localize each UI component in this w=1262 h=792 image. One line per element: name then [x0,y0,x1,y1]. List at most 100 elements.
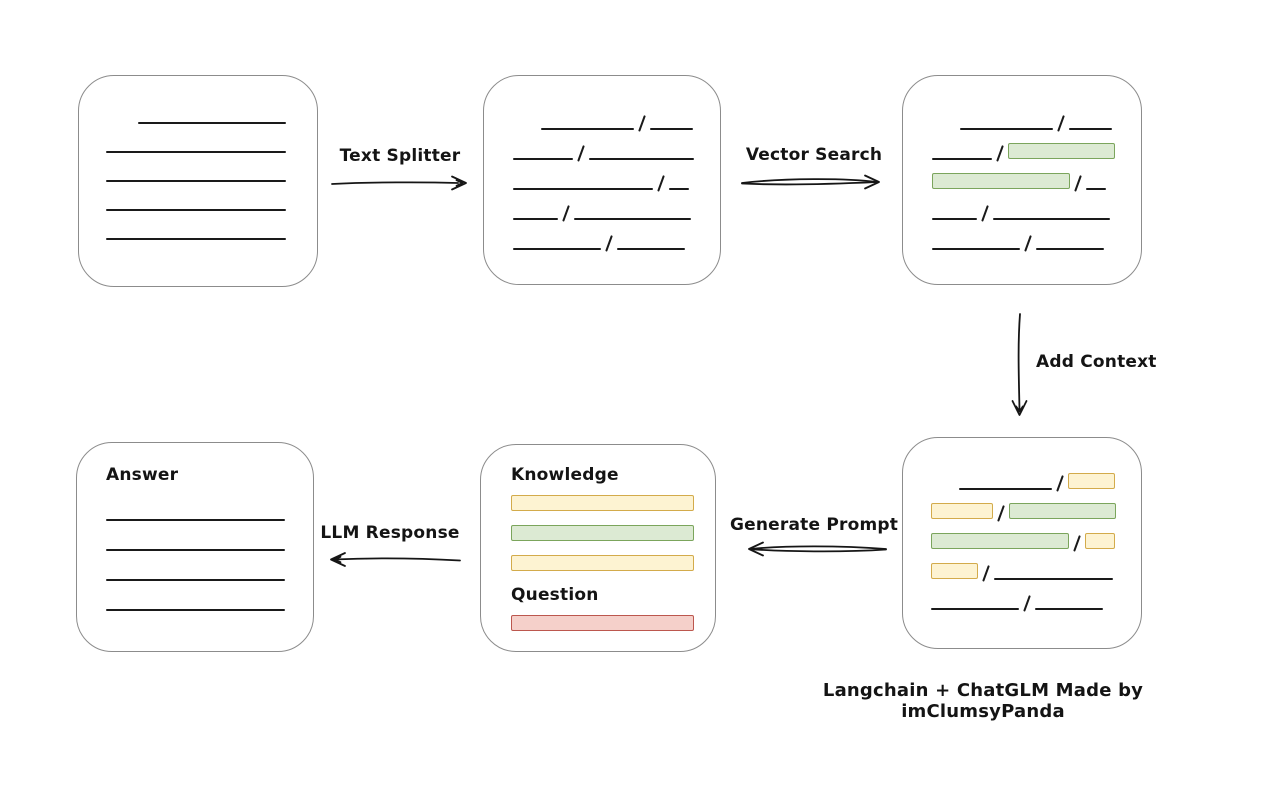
text-line-row [106,581,285,611]
text-line [1036,248,1105,250]
yellow-bar [511,495,694,511]
text-line [617,248,686,250]
chunk-row [513,160,694,192]
chunk-row [932,190,1115,222]
yellow-highlight-bar [1085,533,1116,549]
text-line [541,128,634,130]
question-label: Question [511,585,599,605]
text-line-row [106,211,289,240]
text-line [138,122,286,124]
vector-search-label: Vector Search [745,145,883,165]
text-line [993,218,1111,220]
text-line [932,248,1020,250]
question-bars [511,615,694,631]
text-line [513,188,653,190]
text-line [106,519,285,521]
indent-spacer [513,129,541,130]
green-highlight-bar [931,533,1069,549]
text-line [1035,608,1104,610]
text-line [1086,188,1107,190]
text-line [513,158,573,160]
text-line-row [106,124,289,153]
slash-separator [1023,595,1032,612]
add-context-arrow [1007,312,1031,422]
left-arrow-icon [748,541,887,557]
text-line [994,578,1114,580]
text-line [106,549,285,551]
generate-prompt-label: Generate Prompt [730,515,899,535]
chunk-row [932,220,1115,252]
prompt-node: Knowledge Question [480,444,716,652]
text-line [669,188,690,190]
text-line [932,158,992,160]
yellow-bar [511,555,694,571]
knowledge-label: Knowledge [511,465,619,485]
answer-label: Answer [106,465,179,485]
text-line [960,128,1053,130]
chunk-row [513,100,694,132]
chunk-row [932,100,1115,132]
text-line [106,579,285,581]
text-line [589,158,695,160]
text-line [106,151,286,153]
generate-prompt-arrow [736,537,888,561]
llm-response-arrow [316,547,462,571]
text-line [1069,128,1113,130]
text-line [931,608,1019,610]
answer-node: Answer [76,442,314,652]
chunk-row [931,520,1116,552]
right-arrow-icon [741,174,880,190]
diagram-caption: Langchain + ChatGLM Made by imClumsyPand… [822,680,1144,722]
text-line [959,488,1052,490]
text-line-row [106,182,289,211]
right-arrow-icon [331,175,467,191]
text-line [106,609,285,611]
left-arrow-icon [330,552,461,567]
slash-separator [1024,235,1033,252]
context-chunks-node [902,437,1142,649]
text-line [574,218,692,220]
green-highlight-bar [932,173,1070,189]
yellow-highlight-bar [1068,473,1116,489]
text-splitter-label: Text Splitter [339,146,461,166]
chunk-row [931,550,1115,582]
llm-response-label: LLM Response [320,523,460,543]
chunk-rows [903,438,1141,648]
yellow-highlight-bar [931,503,993,519]
indent-spacer [932,129,960,130]
indent-spacer [931,489,959,490]
green-highlight-bar [1009,503,1117,519]
source-document-node [78,75,318,287]
text-line-row [106,521,285,551]
answer-lines [106,491,285,611]
chunk-row [513,190,694,222]
chunk-row [931,580,1115,612]
text-line-row [106,491,285,521]
chunk-rows [903,76,1141,284]
text-line [106,209,286,211]
chunk-row [932,160,1115,192]
text-line [106,238,286,240]
chunk-row [931,460,1116,492]
split-chunks-node [483,75,721,285]
matched-chunks-node [902,75,1142,285]
chunk-rows [484,76,720,284]
text-line [513,218,558,220]
text-line [650,128,694,130]
slash-separator [605,235,614,252]
chunk-row [931,490,1117,522]
text-line-row [106,153,289,182]
green-highlight-bar [1008,143,1116,159]
chunk-row [932,130,1116,162]
document-lines [79,76,317,286]
text-line-row [106,551,285,581]
text-line [513,248,601,250]
yellow-highlight-bar [931,563,978,579]
chunk-row [513,220,694,252]
text-line-row [106,95,289,124]
vector-search-arrow [740,169,888,193]
chunk-row [513,130,695,162]
red-bar [511,615,694,631]
knowledge-bars [511,495,694,571]
text-splitter-arrow [330,170,470,194]
